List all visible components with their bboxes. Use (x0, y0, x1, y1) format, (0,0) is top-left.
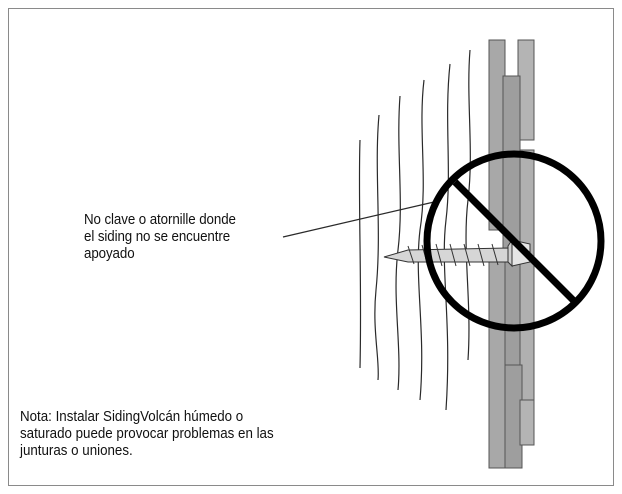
screw-icon (383, 238, 531, 268)
board-lower-right (504, 364, 523, 469)
board-front-lower (488, 249, 506, 469)
note-line-3: junturas o uniones. (20, 443, 133, 459)
prohibition-icon (423, 150, 605, 332)
board-back-lower (519, 399, 535, 446)
note-text: Nota: Instalar SidingVolcán húmedo o sat… (20, 409, 324, 460)
callout-line-2: el siding no se encuentre (84, 229, 231, 245)
callout-leader (282, 201, 435, 238)
note-line-2: saturado puede provocar problemas en las (20, 426, 274, 442)
wood-grain (358, 49, 471, 411)
board-back-right (519, 149, 535, 401)
callout-line-1: No clave o atornille donde (84, 212, 236, 228)
callout-line-3: apoyado (84, 246, 135, 262)
note-line-1: Nota: Instalar SidingVolcán húmedo o (20, 409, 244, 425)
callout-text: No clave o atornille donde el siding no … (84, 212, 286, 263)
